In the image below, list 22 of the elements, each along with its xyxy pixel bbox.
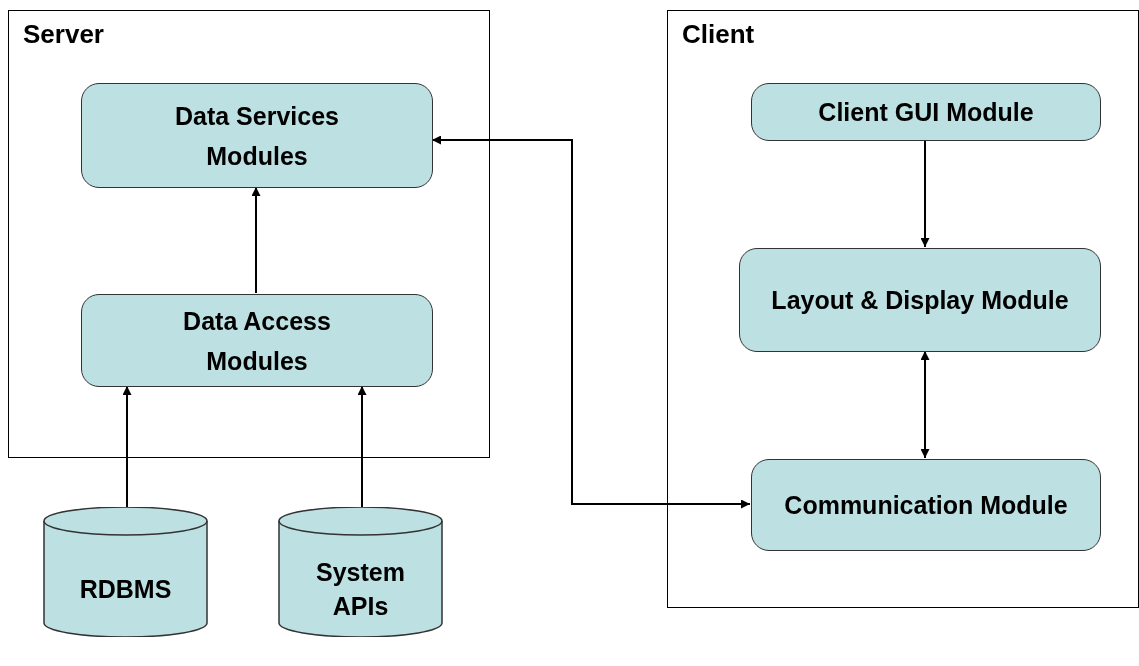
module-box [751, 459, 1101, 551]
node-label: Client GUI Module [817, 97, 1035, 128]
module-box [739, 248, 1101, 352]
arrow [357, 385, 367, 508]
node-label: Data Services Modules [174, 100, 340, 172]
module-box [81, 83, 433, 188]
group-title: Client [682, 19, 755, 50]
arrow [920, 139, 930, 248]
arrow [920, 350, 930, 459]
node-label: Layout & Display Module [770, 285, 1070, 316]
group-frame [667, 10, 1139, 608]
module-box [751, 83, 1101, 141]
arrow [122, 385, 132, 508]
node-label: Data Access Modules [182, 305, 332, 377]
node-label: Communication Module [783, 490, 1069, 521]
group-frame [8, 10, 490, 458]
node-label: System APIs [315, 557, 406, 622]
node-label: RDBMS [79, 574, 172, 605]
module-box [81, 294, 433, 387]
group-title: Server [23, 19, 104, 50]
arrow [431, 135, 751, 509]
arrow [251, 186, 261, 294]
